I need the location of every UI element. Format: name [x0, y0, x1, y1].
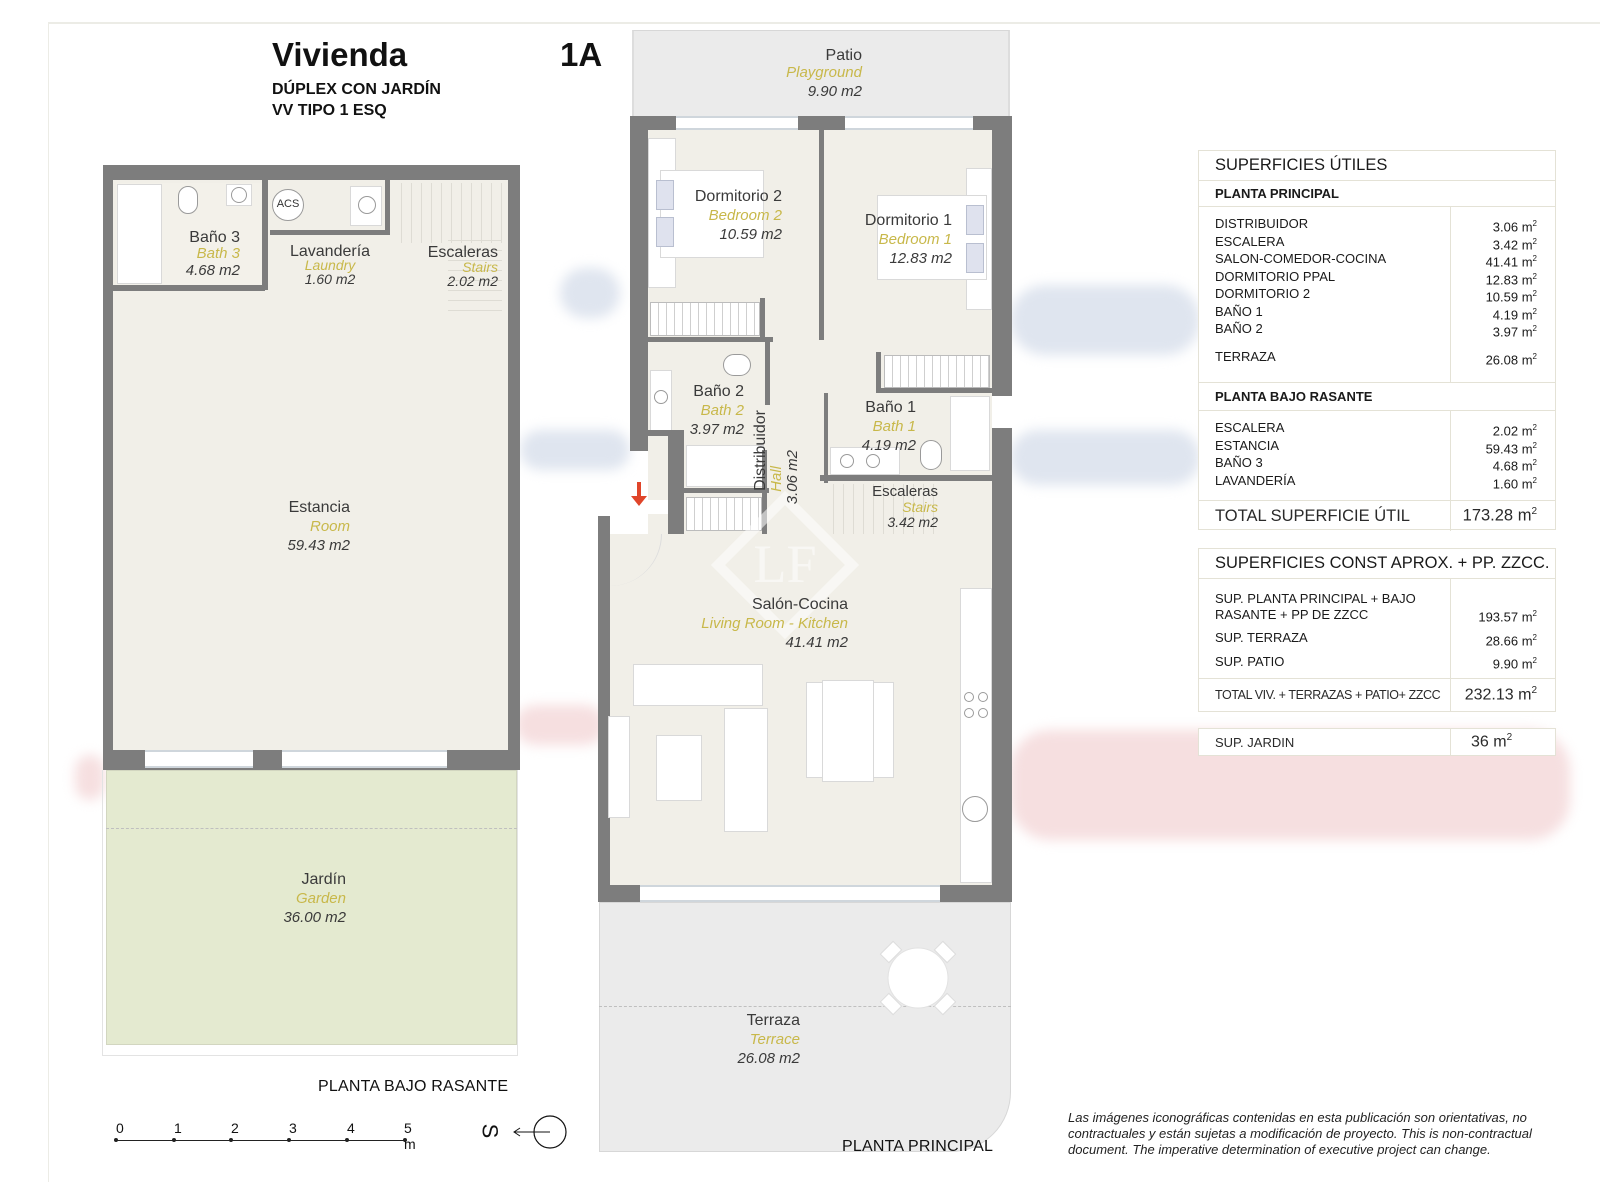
table-row-name: LAVANDERÍA: [1215, 472, 1296, 488]
scale-tick-label: 4: [347, 1120, 355, 1136]
room-label-living-kitchen: Salón-Cocina Living Room - Kitchen 41.41…: [701, 596, 848, 651]
room-label-garden: Jardín Garden 36.00 m2: [283, 871, 346, 926]
table-row-name: DORMITORIO 2: [1215, 286, 1311, 301]
scale-tick-label: 5 m: [404, 1120, 416, 1152]
room-label-stairs-lower: Escaleras Stairs 2.02 m2: [427, 244, 498, 289]
table-row-name: DORMITORIO PPAL: [1215, 268, 1336, 284]
table-row-value: 12.83 m: [1485, 271, 1533, 287]
total-label: TOTAL VIV. + TERRAZAS + PATIO+ ZZCC: [1199, 679, 1451, 711]
table-row-name: ESCALERA: [1215, 233, 1285, 249]
useful-surfaces-table: SUPERFICIES ÚTILES PLANTA PRINCIPAL DIST…: [1198, 150, 1556, 531]
room-label-estancia: Estancia Room 59.43 m2: [287, 499, 350, 554]
background-smudge: [520, 430, 630, 470]
background-smudge: [1010, 430, 1200, 485]
compass-direction-label: S: [477, 1123, 503, 1139]
total-value: 232.13 m: [1464, 686, 1532, 704]
table-row-value: 2.02 m: [1492, 423, 1533, 439]
room-label-bath-2: Baño 2 Bath 2 3.97 m2: [689, 383, 744, 438]
scale-tick-label: 1: [174, 1120, 182, 1136]
table-title: SUPERFICIES ÚTILES: [1199, 151, 1555, 181]
constructed-surfaces-table: SUPERFICIES CONST APROX. + PP. ZZCC. SUP…: [1198, 548, 1556, 712]
compass: S: [477, 1114, 572, 1150]
scale-tick-label: 3: [289, 1120, 297, 1136]
main-floor-caption: PLANTA PRINCIPAL: [842, 1138, 994, 1155]
room-label-hall: Distribuidor Hall 3.06 m2: [752, 410, 801, 505]
background-smudge: [75, 755, 105, 800]
table-row-name: ESTANCIA: [1215, 437, 1280, 453]
room-label-terrace: Terraza Terrace 26.08 m2: [737, 1012, 800, 1067]
acs-water-heater-label: ACS: [276, 198, 300, 210]
table-row-value: 28.66 m: [1485, 632, 1533, 648]
table-row-value: 4.68 m: [1492, 458, 1533, 474]
room-label-patio: Patio Playground 9.90 m2: [786, 47, 862, 100]
table-row-name: SUP. PATIO: [1215, 653, 1285, 669]
table-row-value: 26.08 m: [1485, 351, 1533, 367]
table-row-value: 3.97 m: [1492, 324, 1533, 340]
section-heading: PLANTA PRINCIPAL: [1199, 181, 1555, 207]
table-row-name: SALON-COMEDOR-COCINA: [1215, 251, 1387, 266]
table-row-name: SUP. TERRAZA: [1215, 630, 1308, 645]
lower-floor-caption: PLANTA BAJO RASANTE: [318, 1078, 509, 1095]
terrace-table-icon: [878, 938, 958, 1018]
background-smudge: [560, 268, 620, 318]
table-row-name: ESCALERA: [1215, 420, 1285, 435]
room-label-bath-3: Baño 3 Bath 3 4.68 m2: [185, 229, 240, 279]
room-label-bedroom-1: Dormitorio 1 Bedroom 1 12.83 m2: [864, 212, 952, 267]
table-row-value: 41.41 m: [1485, 254, 1533, 270]
table-row-value: 3.06 m: [1492, 219, 1533, 235]
garden-surface-label: SUP. JARDIN: [1199, 729, 1451, 755]
garden-surface-value: 36 m: [1471, 733, 1507, 751]
table-row-value: 3.42 m: [1492, 236, 1533, 252]
table-row-name: BAÑO 1: [1215, 303, 1263, 319]
table-row-value: 1.60 m: [1492, 475, 1533, 491]
background-smudge: [1010, 285, 1200, 355]
compass-arrow-icon: [513, 1115, 567, 1149]
total-label: TOTAL SUPERFICIE ÚTIL: [1199, 501, 1451, 531]
garden-surface-table: SUP. JARDIN 36 m2: [1198, 728, 1556, 756]
scale-tick-label: 2: [231, 1120, 239, 1136]
svg-text:LF: LF: [753, 534, 816, 594]
room-label-laundry: Lavandería Laundry 1.60 m2: [289, 243, 371, 287]
room-label-bedroom-2: Dormitorio 2 Bedroom 2 10.59 m2: [694, 188, 782, 243]
entry-arrow-icon: [629, 482, 649, 513]
table-row-name: BAÑO 2: [1215, 321, 1263, 336]
scale-tick-label: 0: [116, 1120, 124, 1136]
room-label-stairs-main: Escaleras Stairs 3.42 m2: [872, 483, 938, 531]
dwelling-subtype: VV TIPO 1 ESQ: [272, 102, 387, 119]
table-row-name: TERRAZA: [1215, 348, 1276, 364]
total-value: 173.28 m: [1462, 506, 1532, 525]
background-smudge: [515, 705, 605, 745]
dwelling-type: DÚPLEX CON JARDÍN: [272, 81, 441, 98]
table-row-value: 9.90 m: [1492, 656, 1533, 672]
table-row-name: DISTRIBUIDOR: [1215, 216, 1309, 231]
table-row-value: 10.59 m: [1485, 289, 1533, 305]
room-label-bath-1: Baño 1 Bath 1 4.19 m2: [861, 399, 916, 454]
unit-number: 1A: [560, 36, 603, 73]
table-title: SUPERFICIES CONST APROX. + PP. ZZCC.: [1199, 549, 1555, 579]
watermark-logo: LF: [710, 490, 860, 640]
dwelling-title: Vivienda: [272, 36, 408, 73]
table-row-value: 193.57 m: [1478, 609, 1533, 625]
sheet-frame: [48, 22, 1600, 1182]
table-row-value: 59.43 m: [1485, 440, 1533, 456]
table-row-name: BAÑO 3: [1215, 455, 1263, 470]
section-heading: PLANTA BAJO RASANTE: [1199, 383, 1555, 411]
table-row-name: SUP. PLANTA PRINCIPAL + BAJO RASANTE + P…: [1215, 591, 1416, 622]
scale-bar: 0 1 2 3 4 5 m: [112, 1120, 422, 1152]
disclaimer-text: Las imágenes iconográficas contenidas en…: [1068, 1110, 1532, 1157]
table-row-value: 4.19 m: [1492, 306, 1533, 322]
